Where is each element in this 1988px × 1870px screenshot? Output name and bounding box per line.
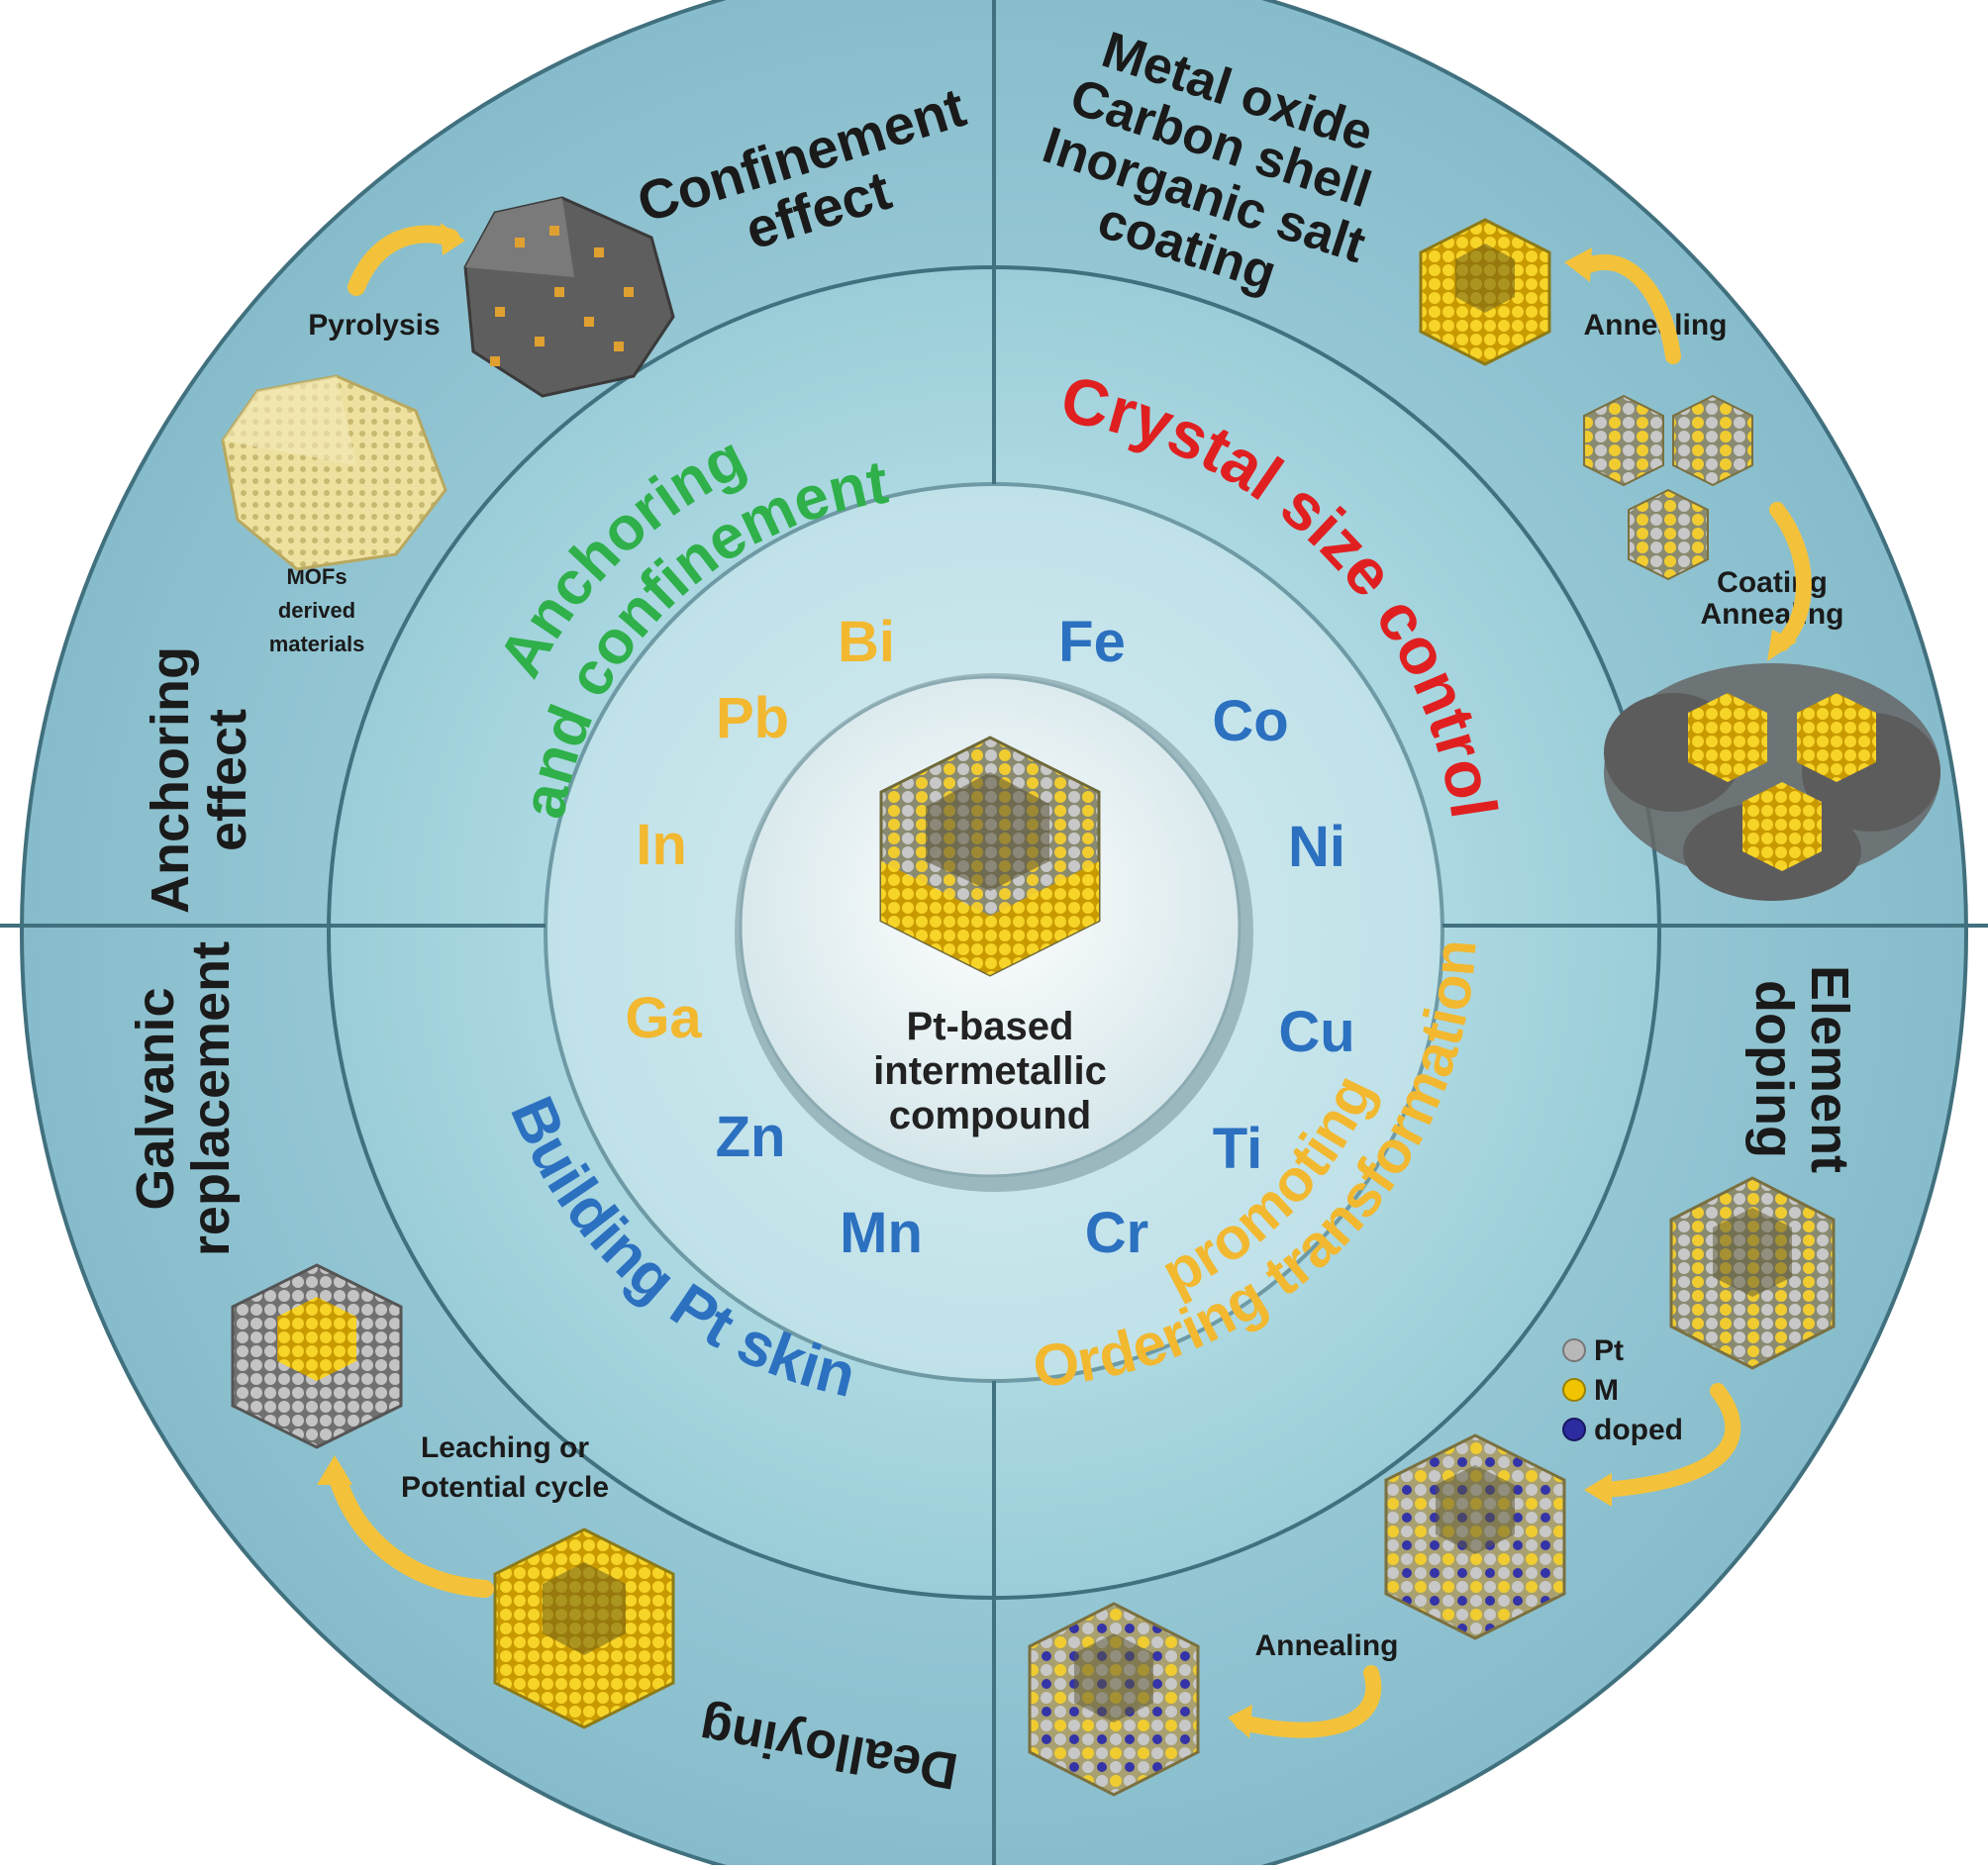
element-bi: Bi <box>838 610 895 674</box>
mofs-line-2: derived <box>278 598 355 623</box>
ordered-particle-top-icon <box>1419 218 1551 366</box>
anchoring-effect-line-2: effect <box>198 709 257 851</box>
pt-skin-particle-icon <box>231 1263 403 1449</box>
leaching-arrowhead <box>317 1455 352 1485</box>
pyrolysis-label: Pyrolysis <box>308 309 440 342</box>
annealing-bottom-arrowhead <box>1228 1705 1252 1738</box>
element-zn: Zn <box>716 1105 786 1169</box>
center-title-line-2: intermetallic <box>873 1049 1107 1093</box>
leaching-line-1: Leaching or <box>421 1431 589 1464</box>
center-title-line-1: Pt-based <box>907 1005 1074 1048</box>
legend-label-m: M <box>1594 1374 1619 1407</box>
ordered-doped-particle-icon <box>1028 1602 1200 1797</box>
disordered-particle-icon <box>1669 1176 1836 1370</box>
legend-swatch-m <box>1562 1378 1586 1402</box>
element-pb: Pb <box>716 686 789 750</box>
element-symbols: Bi Pb In Ga Fe Co Ni Cu Ti Cr Mn Zn <box>625 610 1354 1265</box>
legend-label-doped: doped <box>1594 1414 1683 1446</box>
pyrolysis-arrow <box>348 225 459 296</box>
center-particle-icon <box>879 736 1101 977</box>
element-doping-line-2: doping <box>1744 980 1804 1158</box>
coated-particles-icon <box>1604 663 1940 901</box>
element-ni: Ni <box>1288 815 1345 879</box>
element-cu: Cu <box>1278 1000 1354 1064</box>
legend-label-pt: Pt <box>1594 1334 1624 1367</box>
legend-swatch-doped <box>1562 1418 1586 1441</box>
mof-polyhedron-icon <box>221 374 447 571</box>
legend: Pt M doped <box>1562 1334 1683 1446</box>
doping-arrow <box>1596 1383 1741 1498</box>
galvanic-line-1: Galvanic <box>126 987 185 1210</box>
doping-arrowhead <box>1584 1473 1612 1507</box>
legend-swatch-pt <box>1562 1338 1586 1362</box>
element-cr: Cr <box>1085 1201 1148 1265</box>
element-fe: Fe <box>1058 610 1126 674</box>
annealing-top-arrowhead <box>1564 247 1592 282</box>
leaching-line-2: Potential cycle <box>401 1471 609 1504</box>
element-mn: Mn <box>840 1201 923 1265</box>
pyrolysis-arrowhead <box>441 223 465 255</box>
coating-annealing-line-2: Annealing <box>1700 598 1843 631</box>
annealing-top-arrow <box>1576 254 1681 364</box>
coating-annealing-arrowhead <box>1767 630 1797 661</box>
element-doping-line-1: Element <box>1800 965 1859 1173</box>
anchoring-effect-label: Anchoring effect <box>141 646 257 914</box>
anchoring-effect-line-1: Anchoring <box>141 646 200 914</box>
galvanic-label: Galvanic replacement <box>126 941 241 1256</box>
galvanic-line-2: replacement <box>181 941 241 1256</box>
element-ga: Ga <box>625 986 702 1050</box>
ordered-particle-bottom-icon <box>493 1527 675 1729</box>
annealing-bottom-arrow <box>1235 1665 1382 1738</box>
element-co: Co <box>1212 689 1288 753</box>
coating-annealing-arrow <box>1769 502 1812 651</box>
annealing-bottom-label: Annealing <box>1254 1629 1398 1662</box>
small-particles-icon <box>1583 394 1753 581</box>
center-title-line-3: compound <box>889 1094 1091 1137</box>
carbon-polyhedron-icon <box>463 196 675 398</box>
leaching-arrow <box>328 1466 494 1598</box>
mofs-line-3: materials <box>269 632 365 656</box>
element-in: In <box>636 813 687 877</box>
element-ti: Ti <box>1213 1117 1263 1181</box>
doped-particle-icon <box>1384 1433 1566 1640</box>
element-doping-label: Element doping <box>1744 965 1859 1173</box>
